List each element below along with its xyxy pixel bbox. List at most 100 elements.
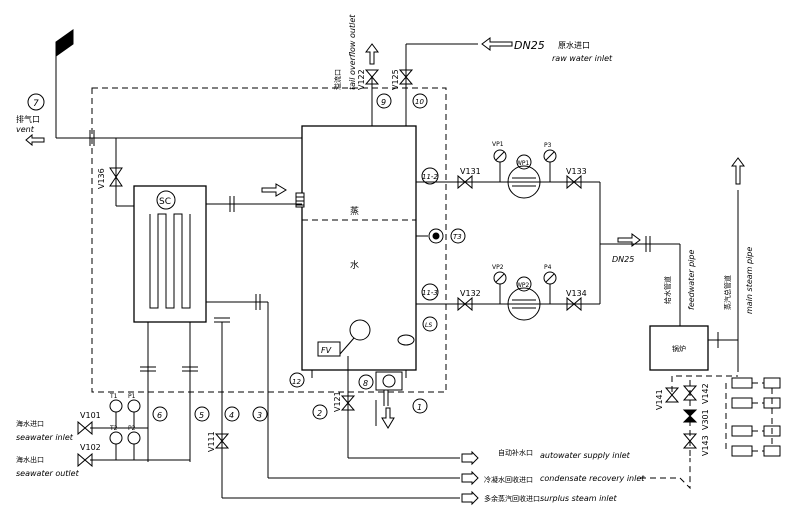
- valve-v125: [398, 69, 414, 85]
- valve-v133: [566, 174, 582, 190]
- svg-text:P4: P4: [544, 264, 552, 271]
- valve-v133-label: V133: [566, 167, 587, 176]
- svg-text:WP1: WP1: [516, 160, 530, 167]
- svg-text:T3: T3: [453, 233, 462, 241]
- svg-text:FV: FV: [321, 346, 332, 355]
- valve-v136-label: V136: [97, 168, 106, 189]
- seawater-outlet-cn: 海水出口: [16, 455, 44, 464]
- boiler-label: 锅炉: [672, 344, 686, 353]
- overflow-label-cn: 溢流口: [333, 69, 342, 90]
- condenser-label: SC: [159, 197, 171, 207]
- overflow-arrow: [365, 43, 379, 65]
- nozzle-6: [152, 406, 168, 422]
- raw-water-en: raw water inlet: [552, 54, 613, 63]
- nozzle-2: [312, 404, 328, 420]
- gauge-p2: [127, 431, 141, 445]
- boiler: [649, 325, 709, 371]
- svg-text:P1: P1: [128, 393, 136, 400]
- flow-arrow-right: [261, 183, 287, 197]
- drain-arrow: [381, 407, 395, 429]
- valve-v142-label: V142: [701, 383, 710, 404]
- svg-text:6: 6: [157, 411, 162, 420]
- valve-v111: [214, 433, 230, 449]
- valve-v121: [340, 395, 356, 411]
- valve-v102: [77, 452, 93, 468]
- dn25-mid: DN25: [612, 255, 634, 264]
- valve-v125-label: V125: [391, 69, 400, 90]
- svg-text:12: 12: [292, 378, 301, 386]
- gauge-p1: [127, 399, 141, 413]
- valve-v101: [77, 420, 93, 436]
- valve-v102-label: V102: [80, 443, 101, 452]
- surplus-en: surplus steam inlet: [540, 494, 618, 503]
- svg-text:VP1: VP1: [492, 141, 504, 148]
- surplus-arrow: [461, 490, 479, 506]
- seawater-outlet-en: seawater outlet: [16, 469, 80, 478]
- svg-text:4: 4: [229, 411, 234, 420]
- seawater-inlet-en: seawater inlet: [16, 433, 74, 442]
- nozzle-11-3: [421, 283, 439, 301]
- tank: [301, 125, 417, 371]
- svg-text:LS: LS: [425, 322, 432, 329]
- svg-text:3: 3: [257, 411, 262, 420]
- gauge-vp1: [493, 149, 507, 163]
- main-steam-arrow: [731, 157, 745, 185]
- condensate-en: condensate recovery inlet: [540, 474, 645, 483]
- valve-v143-label: V143: [701, 435, 710, 456]
- svg-text:9: 9: [381, 98, 386, 107]
- valve-v101-label: V101: [80, 411, 101, 420]
- demister: [295, 192, 305, 208]
- raw-water-arrow: [481, 37, 513, 51]
- valve-v111-label: V111: [207, 431, 216, 452]
- feedwater-cn: 给水管道: [663, 276, 672, 304]
- surplus-cn: 多余蒸汽回收进口: [484, 494, 540, 503]
- dn25-top: DN25: [514, 39, 545, 52]
- svg-text:T1: T1: [109, 393, 118, 400]
- valve-v122-label: V122: [357, 69, 366, 90]
- fv-box: [317, 341, 341, 357]
- float-valve: [349, 319, 371, 341]
- svg-text:10: 10: [415, 98, 424, 106]
- svg-text:VP2: VP2: [492, 264, 504, 271]
- strainer: [375, 371, 403, 391]
- svg-text:2: 2: [317, 409, 322, 418]
- valve-v134: [566, 296, 582, 312]
- autowater-cn: 自动补水口: [498, 448, 533, 457]
- nozzle-5: [194, 406, 210, 422]
- nozzle-9: [376, 93, 392, 109]
- valve-v143: [682, 433, 698, 449]
- raw-water-cn: 原水进口: [558, 40, 590, 50]
- vent-arrow: [25, 133, 45, 147]
- gauge-p3: [543, 149, 557, 163]
- gauge-p4: [543, 271, 557, 285]
- vent-label-en: vent: [16, 125, 35, 134]
- overflow-label-en: tail overflow outlet: [348, 14, 357, 90]
- svg-text:T2: T2: [109, 425, 118, 432]
- mainsteam-cn: 蒸汽总管道: [723, 275, 732, 310]
- pump-wp2: [507, 287, 541, 321]
- svg-text:WP2: WP2: [516, 282, 530, 289]
- svg-text:1: 1: [417, 403, 422, 412]
- gauge-t1: [109, 399, 123, 413]
- seawater-inlet-cn: 海水进口: [16, 419, 44, 428]
- condenser-sc: [133, 185, 207, 323]
- condensate-arrow: [461, 470, 479, 486]
- svg-text:P3: P3: [544, 142, 552, 149]
- valve-v122: [364, 69, 380, 85]
- nozzle-8: [358, 374, 374, 390]
- vent-flag: [55, 29, 74, 57]
- valve-v134-label: V134: [566, 289, 587, 298]
- valve-v131-label: V131: [460, 167, 481, 176]
- gauge-vp2: [493, 271, 507, 285]
- svg-text:5: 5: [199, 411, 204, 420]
- autowater-en: autowater supply inlet: [540, 451, 631, 460]
- nozzle-1: [412, 398, 428, 414]
- condensate-cn: 冷凝水回收进口: [484, 475, 533, 484]
- nozzle-3: [252, 406, 268, 422]
- valve-v141: [664, 387, 680, 403]
- valve-v136: [109, 167, 123, 187]
- autowater-arrow: [461, 450, 479, 466]
- nozzle-12: [289, 372, 305, 388]
- svg-text:7: 7: [33, 99, 39, 109]
- tank-lower-label: 水: [350, 259, 359, 271]
